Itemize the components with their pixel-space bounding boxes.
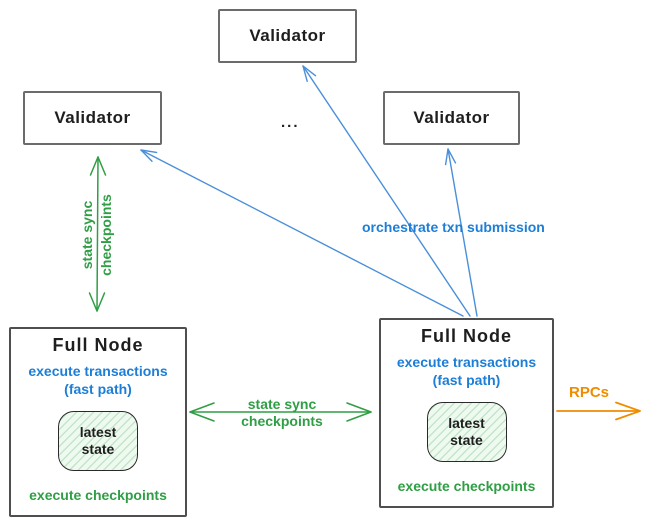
orchestrate-arrowhead-right-icon [444,148,457,166]
orchestrate-arrowhead-left-icon [140,149,158,163]
full-node-box-right: Full Node execute transactions (fast pat… [379,318,554,508]
rpcs-label: RPCs [569,384,610,401]
latest-state-label: latest state [448,415,485,448]
validator-box-left: Validator [23,91,162,145]
state-sync-arrow-validator [96,156,99,312]
orchestrate-label: orchestrate txn submission [362,219,545,235]
state-sync-nodes-arrowhead-right-icon [346,402,372,422]
state-sync-nodes-arrowhead-left-icon [189,402,215,422]
latest-state-box-right: latest state [426,402,507,462]
full-node-left-title: Full Node [52,335,144,355]
full-node-right-title: Full Node [421,326,512,346]
latest-state-box-left: latest state [58,411,138,471]
fast-path-label: (fast path) [64,381,132,397]
execute-checkpoints-label-right: execute checkpoints [397,478,536,494]
state-sync-validator-arrowhead-down-icon [88,292,106,312]
state-sync-vertical-label: state sync checkpoints [79,194,114,276]
latest-state-label: latest state [79,424,117,457]
full-node-right-execute-transactions: execute transactions (fast path) [381,353,552,389]
full-node-left-execute-transactions: execute transactions (fast path) [11,362,185,398]
validator-top-label: Validator [249,26,326,45]
validator-box-right: Validator [383,91,520,145]
state-sync-validator-arrowhead-up-icon [89,156,107,176]
orchestrate-arrow-to-top-validator [302,65,471,317]
execute-checkpoints-label-left: execute checkpoints [29,487,167,503]
execute-transactions-label: execute transactions [396,354,537,370]
orchestrate-arrow-to-left-validator [140,149,464,317]
validators-ellipsis-text: ... [281,114,300,131]
state-sync-horizontal-label: state sync checkpoints [241,396,323,429]
full-node-box-left: Full Node execute transactions (fast pat… [9,327,187,517]
execute-transactions-label: execute transactions [28,363,168,379]
fast-path-label: (fast path) [432,372,501,388]
rpcs-arrowhead-icon [615,401,641,421]
validator-box-top: Validator [218,9,357,63]
validator-right-label: Validator [413,108,490,127]
orchestrate-arrowhead-top-icon [302,65,317,83]
validator-left-label: Validator [54,108,131,127]
orchestrate-arrow-to-right-validator [447,148,478,317]
